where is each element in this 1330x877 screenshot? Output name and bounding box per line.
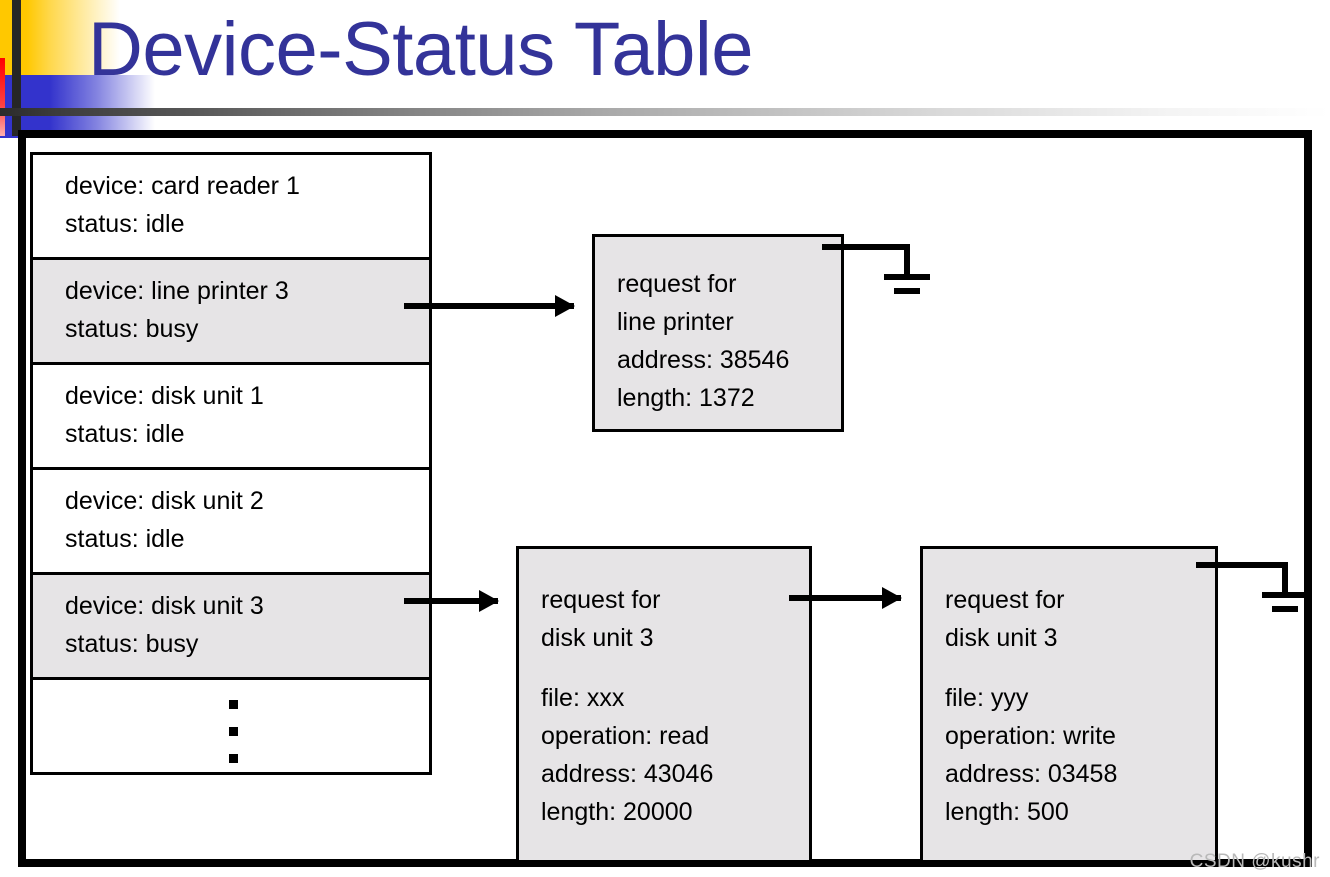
device-status-table: device: card reader 1 status: idle devic… bbox=[30, 152, 432, 775]
request-line: request for bbox=[617, 270, 737, 298]
status-label: status: busy bbox=[65, 630, 199, 658]
request-address: address: 38546 bbox=[617, 346, 790, 374]
device-label: device: card reader 1 bbox=[65, 172, 300, 200]
table-row-continuation bbox=[33, 680, 429, 772]
device-label: device: disk unit 3 bbox=[65, 592, 264, 620]
request-line: disk unit 3 bbox=[945, 624, 1058, 652]
request-file: file: yyy bbox=[945, 684, 1029, 712]
device-label: device: disk unit 2 bbox=[65, 487, 264, 515]
request-address: address: 43046 bbox=[541, 760, 714, 788]
status-label: status: idle bbox=[65, 525, 185, 553]
table-row[interactable]: device: line printer 3 status: busy bbox=[33, 260, 429, 365]
table-row[interactable]: device: card reader 1 status: idle bbox=[33, 155, 429, 260]
request-operation: operation: read bbox=[541, 722, 710, 750]
request-line: line printer bbox=[617, 308, 734, 336]
page-title: Device-Status Table bbox=[88, 7, 754, 92]
request-operation: operation: write bbox=[945, 722, 1116, 750]
status-label: status: busy bbox=[65, 315, 199, 343]
arrow-disk3-request bbox=[404, 590, 499, 612]
status-label: status: idle bbox=[65, 210, 185, 238]
null-pointer-ground-icon bbox=[1196, 562, 1316, 614]
request-box-disk3-second[interactable]: request for disk unit 3 file: yyy operat… bbox=[920, 546, 1218, 863]
request-box-line-printer[interactable]: request for line printer address: 38546 … bbox=[592, 234, 844, 432]
spacer bbox=[541, 657, 809, 679]
request-length: length: 20000 bbox=[541, 798, 693, 826]
table-row[interactable]: device: disk unit 3 status: busy bbox=[33, 575, 429, 680]
null-pointer-ground-icon bbox=[822, 244, 938, 294]
decor-horizontal-rule bbox=[0, 108, 1330, 116]
device-label: device: disk unit 1 bbox=[65, 382, 264, 410]
vertical-ellipsis-icon bbox=[229, 700, 241, 781]
arrow-disk3-next-request bbox=[789, 587, 902, 609]
request-length: length: 1372 bbox=[617, 384, 755, 412]
table-row[interactable]: device: disk unit 1 status: idle bbox=[33, 365, 429, 470]
request-line: request for bbox=[541, 586, 661, 614]
watermark: CSDN @kushr bbox=[1189, 851, 1320, 872]
request-line: disk unit 3 bbox=[541, 624, 654, 652]
request-length: length: 500 bbox=[945, 798, 1069, 826]
decor-red-accent bbox=[0, 58, 5, 136]
request-line: request for bbox=[945, 586, 1065, 614]
request-address: address: 03458 bbox=[945, 760, 1118, 788]
request-box-disk3-first[interactable]: request for disk unit 3 file: xxx operat… bbox=[516, 546, 812, 863]
spacer bbox=[945, 657, 1215, 679]
decor-blue-block bbox=[0, 75, 155, 138]
request-file: file: xxx bbox=[541, 684, 625, 712]
device-label: device: line printer 3 bbox=[65, 277, 289, 305]
table-row[interactable]: device: disk unit 2 status: idle bbox=[33, 470, 429, 575]
decor-vertical-bar bbox=[12, 0, 21, 136]
status-label: status: idle bbox=[65, 420, 185, 448]
arrow-line-printer-request bbox=[404, 295, 575, 317]
